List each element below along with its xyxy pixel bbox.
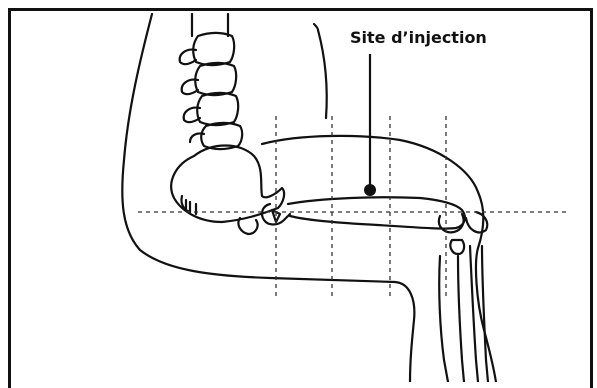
- spine: [180, 14, 242, 149]
- knee-condyle: [439, 214, 464, 232]
- tibia: [439, 256, 448, 382]
- pubis: [238, 218, 257, 234]
- injection-site-label: Site d’injection: [350, 28, 487, 47]
- callout-pointer: [364, 54, 376, 196]
- injection-site-marker: [364, 184, 376, 196]
- front-outline: [318, 30, 327, 118]
